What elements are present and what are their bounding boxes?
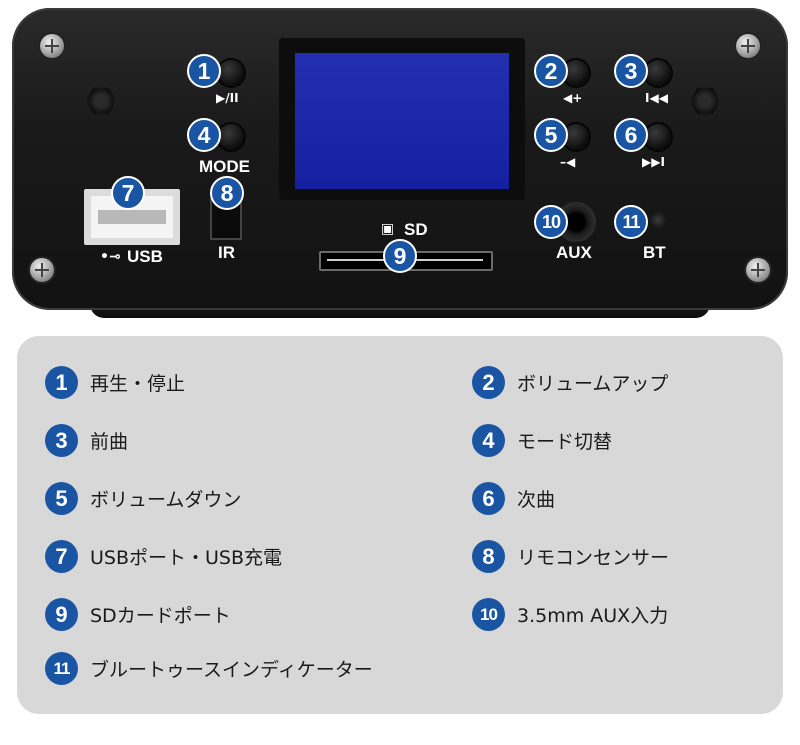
- callout-badge: 4: [187, 118, 221, 152]
- legend-item: 3 前曲: [45, 424, 128, 457]
- legend-box: 1 再生・停止 2 ボリュームアップ 3 前曲 4 モード切替 5 ボリュームダ…: [17, 336, 783, 714]
- legend-item: 8 リモコンセンサー: [472, 540, 669, 573]
- usb-symbol-icon: •⊸: [100, 249, 121, 265]
- legend-text: リモコンセンサー: [517, 547, 670, 569]
- previous-track-button[interactable]: [645, 60, 671, 86]
- legend-text: ボリュームアップ: [517, 373, 669, 395]
- legend-number-badge: 10: [472, 598, 505, 631]
- next-track-icon: ▶▶I: [642, 155, 665, 169]
- screw-icon: [736, 34, 760, 58]
- callout-badge: 1: [187, 54, 221, 88]
- legend-text: 次曲: [517, 489, 556, 511]
- legend-item: 1 再生・停止: [45, 366, 185, 399]
- legend-item: 4 モード切替: [472, 424, 612, 457]
- callout-badge: 5: [534, 118, 568, 152]
- legend-text: ブルートゥースインディケーター: [90, 659, 373, 681]
- legend-text: 3.5mm AUX入力: [517, 605, 669, 627]
- sd-card-icon: ▣: [381, 221, 395, 237]
- legend-item: 7 USBポート・USB充電: [45, 540, 282, 573]
- lcd-screen: [295, 53, 509, 189]
- legend-text: USBポート・USB充電: [90, 547, 283, 569]
- legend-item: 6 次曲: [472, 482, 555, 515]
- bt-label: BT: [643, 243, 666, 262]
- callout-badge: 2: [534, 54, 568, 88]
- legend-number-badge: 5: [45, 482, 78, 515]
- hex-nut-icon: [86, 87, 116, 115]
- next-track-button[interactable]: [645, 124, 671, 150]
- legend-number-badge: 7: [45, 540, 78, 573]
- play-pause-button[interactable]: [218, 60, 244, 86]
- legend-text: モード切替: [517, 431, 613, 453]
- legend-number-badge: 2: [472, 366, 505, 399]
- callout-badge: 9: [383, 239, 417, 273]
- lcd-display: [279, 38, 525, 200]
- callout-badge: 8: [210, 176, 244, 210]
- bluetooth-indicator-led: [650, 212, 666, 228]
- mode-button[interactable]: [218, 124, 244, 150]
- screw-icon: [40, 34, 64, 58]
- legend-number-badge: 3: [45, 424, 78, 457]
- legend-text: SDカードポート: [90, 605, 231, 627]
- play-pause-icon: ▶/II: [216, 91, 239, 105]
- legend-text: 前曲: [90, 431, 129, 453]
- legend-item: 9 SDカードポート: [45, 598, 231, 631]
- callout-badge: 7: [111, 176, 145, 210]
- legend-item: 2 ボリュームアップ: [472, 366, 668, 399]
- mode-label: MODE: [199, 157, 250, 176]
- volume-down-icon: –◀: [560, 155, 576, 169]
- ir-label: IR: [218, 243, 235, 262]
- legend-text: 再生・停止: [90, 373, 186, 395]
- volume-up-icon: ◀+: [563, 91, 583, 105]
- legend-number-badge: 9: [45, 598, 78, 631]
- legend-number-badge: 1: [45, 366, 78, 399]
- legend-item: 10 3.5mm AUX入力: [472, 598, 668, 631]
- legend-number-badge: 11: [45, 652, 78, 685]
- hex-nut-icon: [690, 87, 720, 115]
- screw-icon: [746, 258, 770, 282]
- legend-item: 5 ボリュームダウン: [45, 482, 241, 515]
- screw-icon: [30, 258, 54, 282]
- legend-text: ボリュームダウン: [90, 489, 242, 511]
- legend-number-badge: 6: [472, 482, 505, 515]
- legend-item: 11 ブルートゥースインディケーター: [45, 652, 373, 685]
- sd-label: SD: [404, 220, 428, 239]
- aux-label: AUX: [556, 243, 592, 262]
- callout-badge: 11: [614, 205, 648, 239]
- legend-number-badge: 8: [472, 540, 505, 573]
- callout-badge: 6: [614, 118, 648, 152]
- callout-badge: 10: [534, 205, 568, 239]
- legend-number-badge: 4: [472, 424, 505, 457]
- usb-label: USB: [127, 247, 163, 266]
- previous-track-icon: I◀◀: [645, 91, 668, 105]
- callout-badge: 3: [614, 54, 648, 88]
